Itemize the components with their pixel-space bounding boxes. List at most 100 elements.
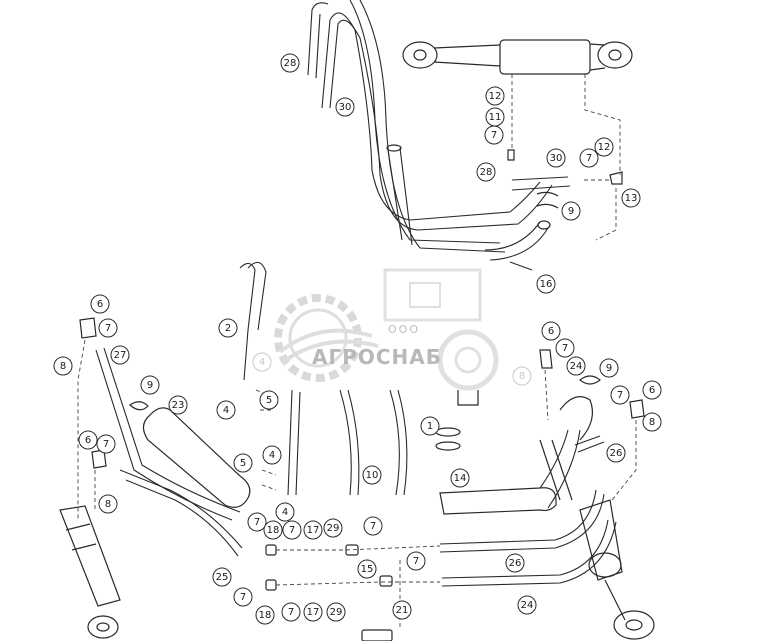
callout-number: 9 [606,363,612,374]
callout-bubble [450,468,470,488]
callout-bubble [110,345,130,365]
callout-bubble [212,567,232,587]
callout-bubble [233,453,253,473]
callout-7: 7 [96,434,116,454]
callout-number: 6 [97,299,103,310]
callout-number: 7 [103,439,109,450]
callout-number: 17 [307,607,320,618]
callout-number: 7 [562,343,568,354]
callout-bubble [303,602,323,622]
callout-number: 7 [254,517,260,528]
callout-6: 6 [90,294,110,314]
callout-number: 4 [282,507,288,518]
callout-number: 29 [327,523,340,534]
callout-number: 7 [491,130,497,141]
callout-number: 16 [540,279,553,290]
callout-7: 7 [247,512,267,532]
callout-bubble [363,516,383,536]
callout-bubble [252,352,272,372]
callout-number: 28 [284,58,297,69]
callout-bubble [98,494,118,514]
callout-7: 7 [282,520,302,540]
callout-17: 17 [303,520,323,540]
callout-bubble [259,390,279,410]
callout-number: 7 [586,153,592,164]
callout-number: 6 [649,385,655,396]
callout-bubble [512,366,532,386]
callout-bubble [420,416,440,436]
callout-4: 4 [275,502,295,522]
callout-bubble [621,188,641,208]
callout-bubble [303,520,323,540]
callout-bubble [140,375,160,395]
callout-2: 2 [218,318,238,338]
callout-number: 4 [259,357,265,368]
callout-number: 6 [85,435,91,446]
callout-number: 17 [307,525,320,536]
callout-bubble [599,358,619,378]
callout-bubble [216,400,236,420]
callout-bubble [546,148,566,168]
callout-number: 12 [489,91,502,102]
callout-bubble [484,125,504,145]
callout-number: 7 [370,521,376,532]
callout-bubble [566,356,586,376]
callout-bubble [541,321,561,341]
callout-number: 30 [550,153,563,164]
callout-10: 10 [362,465,382,485]
callout-14: 14 [450,468,470,488]
watermark-company-name: АГРОСНАБ [312,345,442,369]
watermark-logo [274,268,499,391]
callout-bubble [218,318,238,338]
callout-bubble [392,600,412,620]
callout-30: 30 [335,97,355,117]
callout-number: 11 [489,112,502,123]
callout-number: 26 [509,558,522,569]
callout-24: 24 [517,595,537,615]
callout-bubble [282,520,302,540]
callout-bubble [233,587,253,607]
callout-9: 9 [599,358,619,378]
callout-25: 25 [212,567,232,587]
callout-bubble [281,602,301,622]
callout-bubble [594,137,614,157]
callout-4: 4 [216,400,236,420]
callout-bubble [247,512,267,532]
watermark-prefix: ООО [388,323,420,336]
callout-number: 5 [240,458,246,469]
callout-bubble [323,518,343,538]
callout-8: 8 [98,494,118,514]
callout-18: 18 [255,605,275,625]
callout-number: 7 [105,323,111,334]
callout-28: 28 [476,162,496,182]
callout-21: 21 [392,600,412,620]
callout-number: 30 [339,102,352,113]
callout-5: 5 [233,453,253,473]
left-lower-cylinder [59,505,121,639]
callout-number: 27 [114,350,127,361]
callout-bubble [362,465,382,485]
callout-number: 8 [105,499,111,510]
callout-bubble [357,559,377,579]
callout-number: 7 [289,525,295,536]
callout-8: 8 [642,412,662,432]
callout-number: 29 [330,607,343,618]
callout-4: 4 [252,352,272,372]
callout-bubble [561,201,581,221]
callout-bubble [78,430,98,450]
callout-number: 8 [60,361,66,372]
callout-6: 6 [642,380,662,400]
callout-number: 26 [610,448,623,459]
callout-bubble [168,395,188,415]
callout-24: 24 [566,356,586,376]
callout-bubble [326,602,346,622]
callout-bubble [335,97,355,117]
callout-number: 8 [649,417,655,428]
callout-number: 4 [269,450,275,461]
callout-9: 9 [561,201,581,221]
callout-7: 7 [233,587,253,607]
callout-bubble [505,553,525,573]
callout-bubble [642,380,662,400]
